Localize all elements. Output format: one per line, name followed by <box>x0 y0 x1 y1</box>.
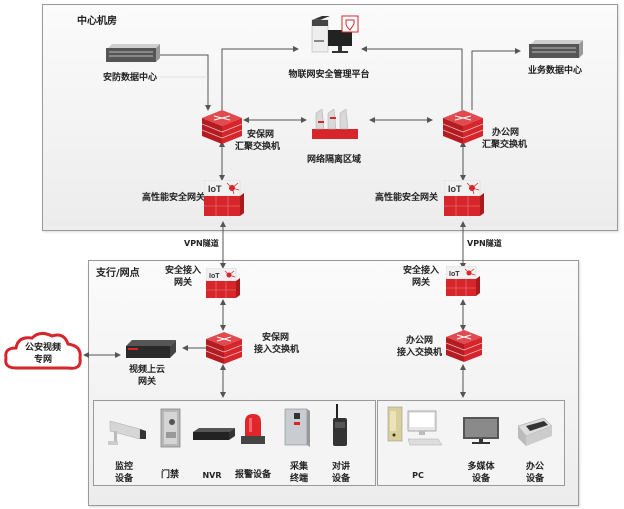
device-label-alarm: 报警设备 <box>234 470 272 480</box>
office-access-switch-label-2: 接入交换机 <box>397 348 443 358</box>
switch-icon <box>206 332 242 364</box>
device-label-collector-2: 终端 <box>289 474 309 484</box>
alarm-icon <box>241 414 265 444</box>
security-agg-switch-label-2: 汇聚交换机 <box>235 142 281 152</box>
video-gateway-icon <box>126 340 176 358</box>
svg-text:IoT: IoT <box>209 273 220 280</box>
isolation-zone-label: 网络隔离区域 <box>306 155 362 165</box>
pc-icon <box>387 406 443 446</box>
security-access-switch-label-2: 接入交换机 <box>254 345 300 355</box>
access-gateway-left-label-2: 网关 <box>173 278 193 288</box>
device-label-camera-1: 监控 <box>114 462 134 472</box>
management-platform-icon <box>311 15 359 53</box>
monitor-icon <box>463 417 499 444</box>
nvr-icon <box>193 428 235 440</box>
device-label-nvr: NVR <box>202 471 222 480</box>
switch-icon <box>202 110 242 144</box>
security-agg-switch-label-1: 安保网 <box>247 130 275 140</box>
svg-text:IoT: IoT <box>208 184 222 194</box>
device-label-camera-2: 设备 <box>114 474 134 484</box>
business-data-center-label: 业务数据中心 <box>527 66 583 76</box>
police-network-label-1: 公安视频 <box>24 343 62 353</box>
video-gateway-label-1: 视频上云 <box>128 365 166 375</box>
device-label-multimedia-1: 多媒体 <box>467 462 495 472</box>
switch-icon <box>443 110 483 144</box>
iot-gateway-icon: IoT <box>446 266 480 296</box>
firewall-icon <box>312 108 358 139</box>
line-switch-bus-dc <box>471 48 521 110</box>
gateway-right-label: 高性能安全网关 <box>375 193 439 203</box>
office-access-switch-label-1: 办公网 <box>406 336 434 346</box>
security-devices-box <box>93 400 376 486</box>
access-gateway-left-label-1: 安全接入 <box>164 266 202 276</box>
camera-icon <box>108 420 146 445</box>
printer-icon <box>517 417 553 446</box>
iot-platform-label: 物联网安全管理平台 <box>288 70 370 80</box>
switch-icon <box>446 330 482 362</box>
office-agg-switch-label-2: 汇聚交换机 <box>482 140 528 150</box>
gateway-left-label: 高性能安全网关 <box>142 193 206 203</box>
device-label-pc: PC <box>412 471 424 480</box>
security-data-center-label: 安防数据中心 <box>102 73 158 83</box>
server-icon <box>529 40 583 58</box>
device-label-intercom-2: 设备 <box>331 474 351 484</box>
branch-title: 支行/网点 <box>96 268 140 279</box>
server-icon <box>106 44 160 62</box>
line-switch-platform-right <box>361 46 463 110</box>
device-label-office-1: 办公 <box>525 462 545 472</box>
security-access-switch-label-1: 安保网 <box>262 333 290 343</box>
office-agg-switch-label-1: 办公网 <box>492 128 520 138</box>
iot-gateway-icon: IoT <box>204 180 244 216</box>
device-label-intercom-1: 对讲 <box>331 462 351 472</box>
iot-gateway-icon: IoT <box>206 268 240 298</box>
device-label-collector-1: 采集 <box>289 462 309 472</box>
line-sec-dc-switch <box>160 54 211 111</box>
svg-text:IoT: IoT <box>448 184 462 194</box>
device-label-office-2: 设备 <box>525 474 545 484</box>
svg-text:IoT: IoT <box>449 271 460 278</box>
video-gateway-label-2: 网关 <box>137 377 157 387</box>
iot-gateway-icon: IoT <box>444 180 484 216</box>
device-label-multimedia-2: 设备 <box>471 474 491 484</box>
access-gateway-right-label-1: 安全接入 <box>402 266 440 276</box>
device-label-door: 门禁 <box>160 470 180 480</box>
cloud-icon <box>4 331 82 370</box>
door-access-icon <box>160 408 181 448</box>
vpn-label-right: VPN隧道 <box>467 239 502 248</box>
line-switch-platform-left <box>221 46 299 110</box>
access-gateway-right-label-2: 网关 <box>411 278 431 288</box>
intercom-icon <box>333 404 347 446</box>
police-network-label-2: 专网 <box>33 355 53 365</box>
vpn-label-left: VPN隧道 <box>184 239 219 248</box>
collector-terminal-icon <box>284 408 310 447</box>
central-room-title: 中心机房 <box>77 16 117 27</box>
